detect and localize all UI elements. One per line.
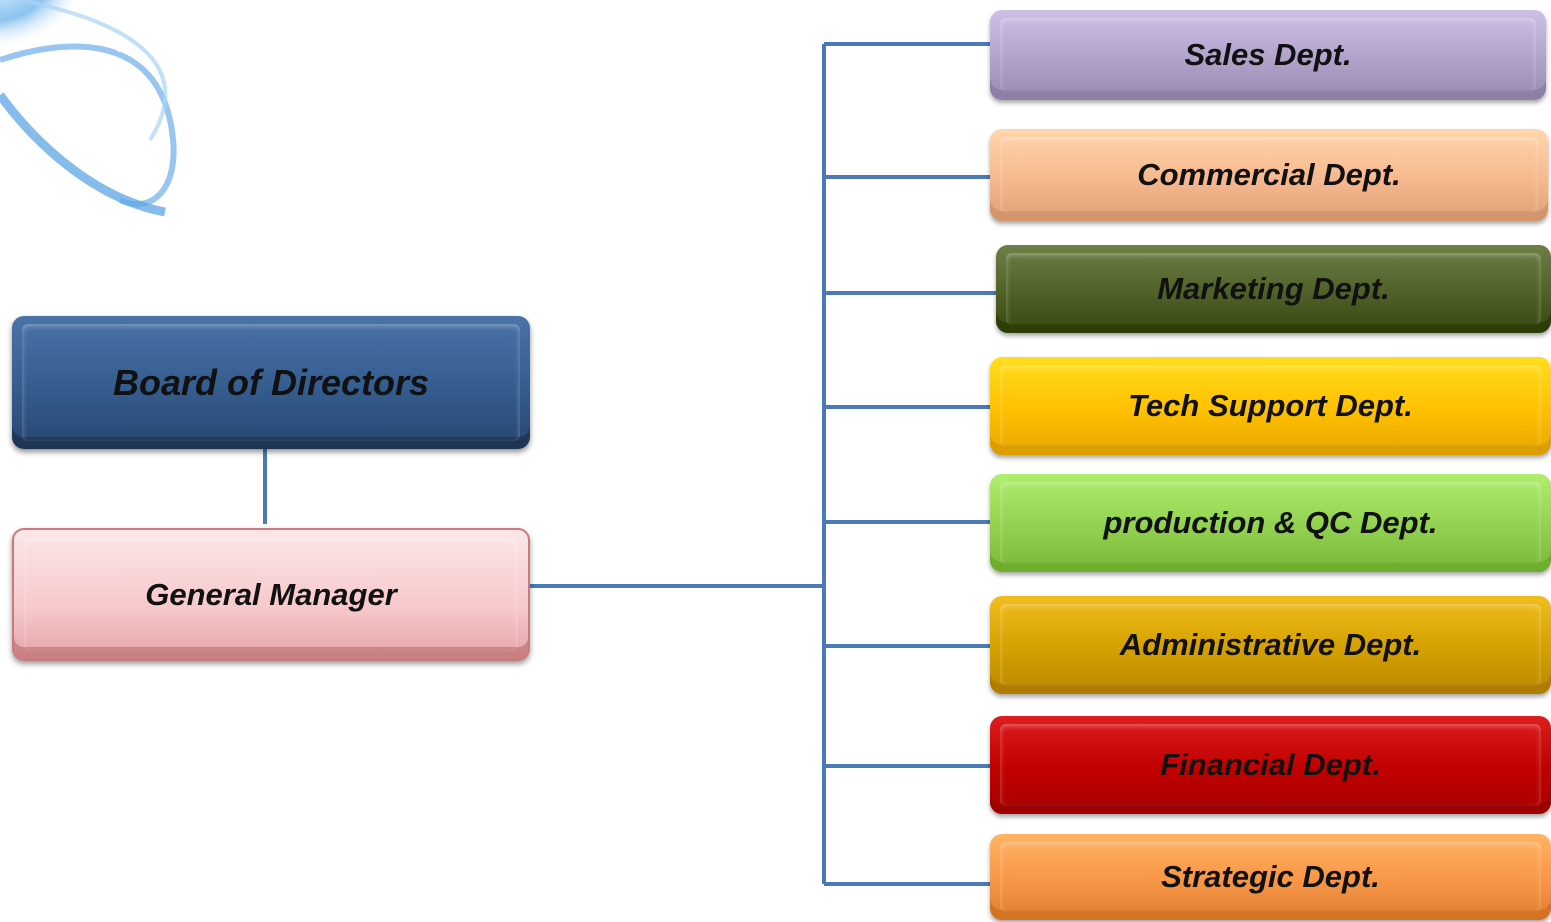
- dept-box-sales: Sales Dept.: [990, 10, 1546, 100]
- dept-box-production: production & QC Dept.: [990, 474, 1551, 572]
- general-manager-label: General Manager: [145, 576, 397, 612]
- board-of-directors-box: Board of Directors: [12, 316, 530, 449]
- globe-swirl-decoration: [0, 0, 177, 217]
- dept-box-strategic: Strategic Dept.: [990, 834, 1551, 920]
- dept-label-administrative: Administrative Dept.: [1119, 627, 1422, 662]
- dept-label-production: production & QC Dept.: [1103, 505, 1438, 540]
- dept-label-financial: Financial Dept.: [1160, 747, 1381, 782]
- dept-box-commercial: Commercial Dept.: [990, 129, 1548, 221]
- board-of-directors-label: Board of Directors: [112, 361, 430, 403]
- dept-label-sales: Sales Dept.: [1184, 37, 1352, 72]
- dept-box-administrative: Administrative Dept.: [990, 596, 1551, 694]
- dept-box-marketing: Marketing Dept.: [996, 245, 1551, 333]
- dept-label-commercial: Commercial Dept.: [1137, 157, 1401, 192]
- dept-box-tech-support: Tech Support Dept.: [990, 357, 1551, 455]
- dept-label-marketing: Marketing Dept.: [1157, 271, 1390, 306]
- dept-box-financial: Financial Dept.: [990, 716, 1551, 814]
- dept-label-tech-support: Tech Support Dept.: [1128, 388, 1413, 423]
- dept-label-strategic: Strategic Dept.: [1161, 859, 1380, 894]
- general-manager-box: General Manager: [12, 528, 530, 661]
